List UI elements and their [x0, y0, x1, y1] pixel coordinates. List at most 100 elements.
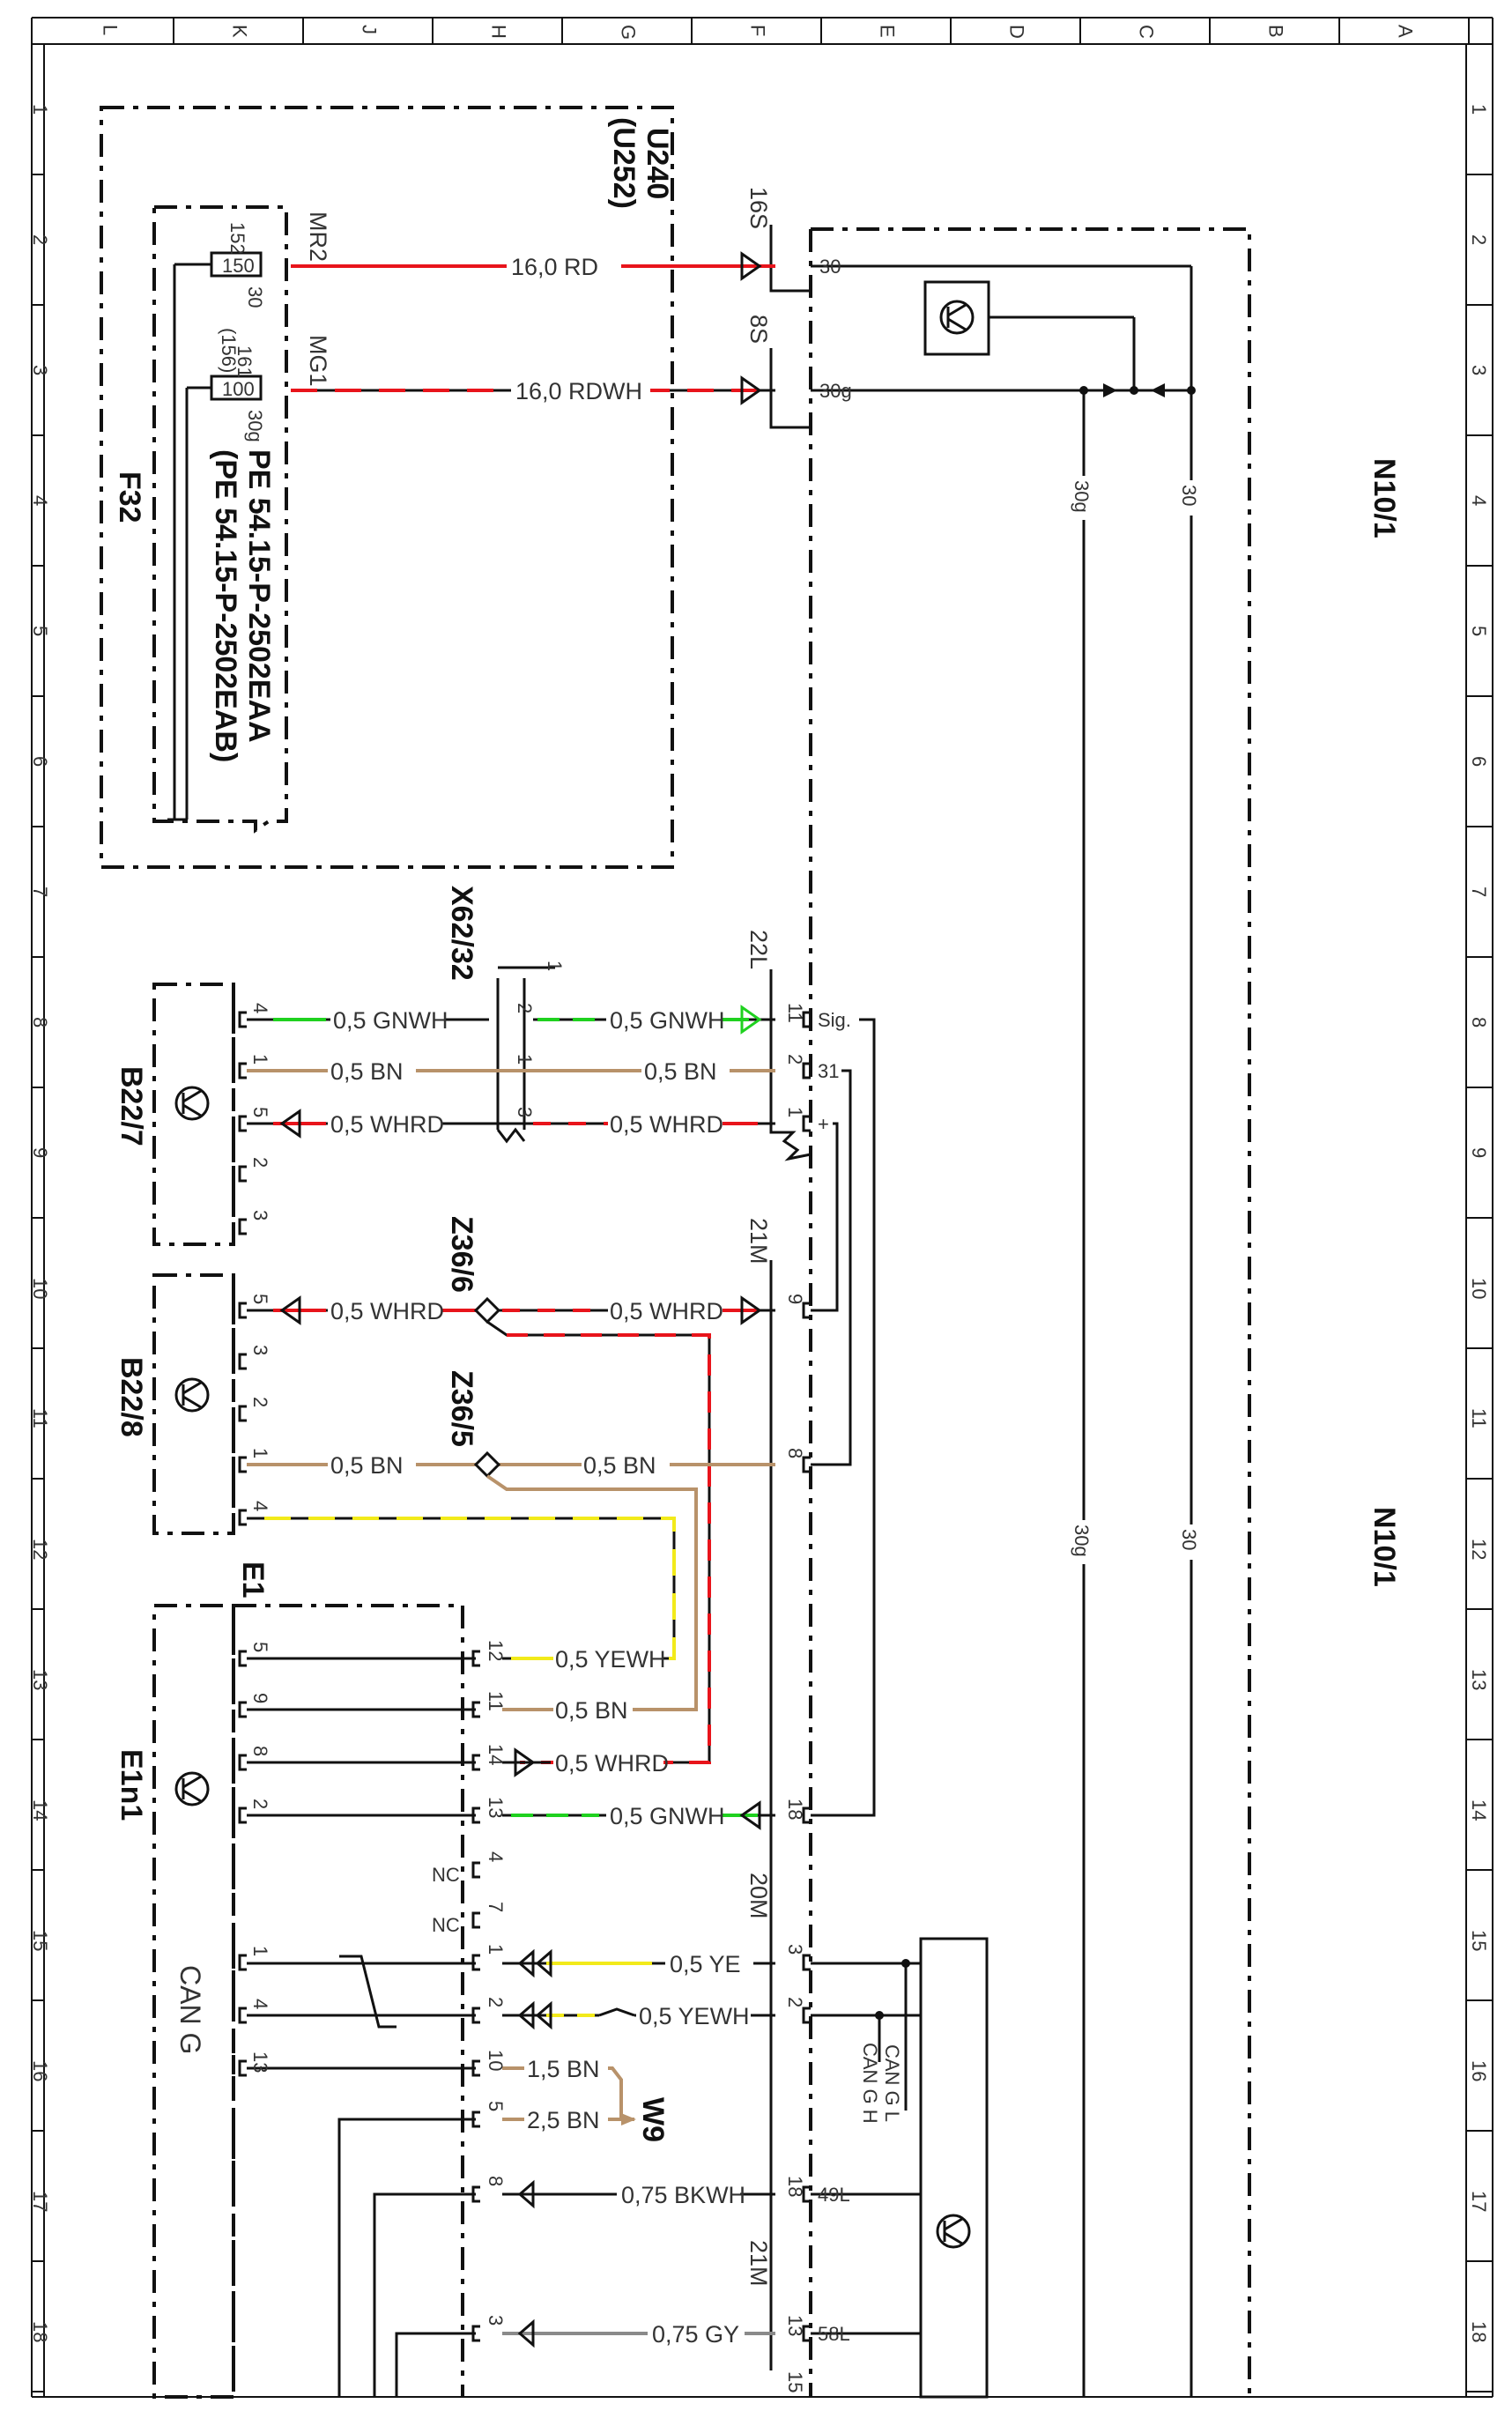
row-number: 8 — [1468, 1017, 1490, 1027]
x62-32-connector — [496, 966, 555, 1144]
pin-stub — [238, 1218, 247, 1235]
col-letter: F — [747, 25, 769, 36]
svg-text:30g: 30g — [1071, 480, 1093, 513]
svg-text:(156): (156) — [218, 328, 240, 373]
pin-stub — [238, 1115, 247, 1132]
svg-text:22L: 22L — [745, 930, 772, 969]
row-number: 5 — [29, 626, 51, 636]
row-number: 17 — [1468, 2191, 1490, 2212]
row-number: 9 — [29, 1147, 51, 1158]
svg-text:0,75 GY: 0,75 GY — [652, 2321, 739, 2348]
row-number: 14 — [29, 1799, 51, 1821]
pin-number: 1 — [514, 1054, 536, 1065]
pin-stub — [238, 1302, 247, 1319]
col-letter: J — [359, 25, 381, 34]
row-number: 1 — [1468, 104, 1490, 115]
supply-wires — [291, 251, 1196, 2397]
pin-number: 5 — [249, 1294, 271, 1304]
fuse-100 — [210, 375, 263, 401]
b22-8-sensor-icon — [174, 1377, 210, 1413]
wire-16-rd: 16,0 RD — [511, 254, 598, 280]
row-number: 11 — [29, 1408, 51, 1428]
pin-stub — [471, 1911, 480, 1929]
e1-label: E1 — [236, 1562, 270, 1599]
svg-text:31: 31 — [818, 1060, 839, 1082]
svg-text:1,5 BN: 1,5 BN — [527, 2056, 600, 2082]
col-letter: K — [229, 25, 251, 38]
row-number: 2 — [29, 234, 51, 245]
pin-number: 4 — [249, 1501, 271, 1511]
x62-32-label: X62/32 — [445, 886, 478, 981]
f32-box — [152, 205, 288, 834]
row-number: 18 — [29, 2321, 51, 2342]
svg-text:1: 1 — [544, 961, 566, 971]
svg-text:0,5 BN: 0,5 BN — [583, 1452, 656, 1479]
pin-stub — [471, 2007, 480, 2024]
pin-number: 2 — [249, 1799, 271, 1809]
col-letter: E — [877, 25, 899, 38]
pin-stub — [238, 1456, 247, 1473]
pin-stub — [471, 2185, 480, 2203]
u240-label: U240 — [641, 128, 674, 199]
pin-stub — [471, 1754, 480, 1771]
pin-number: 5 — [485, 2101, 507, 2111]
pin-number: 4 — [485, 1851, 507, 1862]
w9-label: W9 — [636, 2097, 670, 2142]
row-number: 3 — [1468, 365, 1490, 375]
pin-stub — [471, 1650, 480, 1667]
svg-text:30: 30 — [1178, 485, 1200, 506]
svg-text:0,5 BN: 0,5 BN — [555, 1697, 628, 1724]
row-number: 3 — [29, 365, 51, 375]
e1-internal-wires — [247, 1657, 476, 2397]
e1n1-transistor-icon — [174, 1771, 210, 1806]
pin-number: 1 — [249, 1054, 271, 1065]
svg-text:16S: 16S — [745, 187, 772, 229]
pin-number: 11 — [784, 1003, 806, 1023]
row-number: 15 — [1468, 1930, 1490, 1951]
pe-ref-2: (PE 54.15-P-2502EAB) — [209, 449, 242, 762]
b22-7-label: B22/7 — [115, 1066, 148, 1146]
col-letter: H — [488, 25, 510, 39]
svg-text:49L: 49L — [818, 2184, 850, 2206]
svg-text:30g: 30g — [1071, 1524, 1093, 1557]
svg-text:0,5 WHRD: 0,5 WHRD — [610, 1111, 723, 1138]
pin-stub — [238, 1806, 247, 1824]
pin-stub — [471, 2111, 480, 2128]
pe-ref-1: PE 54.15-P-2502EAA — [242, 449, 276, 743]
svg-text:8S: 8S — [745, 315, 772, 344]
pin-number: 1 — [249, 1946, 271, 1956]
pin-number: 14 — [485, 1744, 507, 1765]
fuse-150 — [210, 251, 263, 278]
pin-number: 3 — [249, 1210, 271, 1220]
z36-6-label: Z36/6 — [445, 1216, 478, 1293]
col-letter: D — [1006, 25, 1028, 39]
wire-16-rdwh: 16,0 RDWH — [515, 378, 642, 404]
svg-text:0,5 BN: 0,5 BN — [330, 1058, 404, 1085]
pin-number: 9 — [249, 1693, 271, 1703]
svg-text:CAN G H: CAN G H — [859, 2043, 881, 2124]
pin-number: 4 — [249, 1003, 271, 1013]
svg-text:0,5 GNWH: 0,5 GNWH — [610, 1803, 725, 1829]
row-number: 12 — [1468, 1539, 1490, 1560]
pin-stub — [471, 2325, 480, 2342]
svg-text:0,5 WHRD: 0,5 WHRD — [330, 1298, 444, 1324]
pin-stub — [802, 1302, 811, 1319]
pin-stub — [802, 1011, 811, 1028]
svg-text:30: 30 — [1178, 1529, 1200, 1550]
e1-box — [152, 1604, 235, 2399]
pin-number: 2 — [249, 1397, 271, 1407]
pin-number: 1 — [485, 1944, 507, 1955]
row-number: 10 — [1468, 1278, 1490, 1299]
row-number: 8 — [29, 1017, 51, 1027]
svg-text:161: 161 — [233, 345, 256, 378]
nc-label: NC — [432, 1914, 460, 1936]
pin-number: 2 — [784, 1997, 806, 2007]
pin-stub — [238, 2059, 247, 2077]
pin-stub — [238, 1701, 247, 1718]
svg-text:21M: 21M — [745, 2240, 772, 2287]
n10-1-top-label: N10/1 — [1367, 458, 1401, 538]
pin-number: 3 — [485, 2315, 507, 2326]
svg-text:30: 30 — [244, 286, 266, 308]
row-number: 7 — [29, 887, 51, 897]
